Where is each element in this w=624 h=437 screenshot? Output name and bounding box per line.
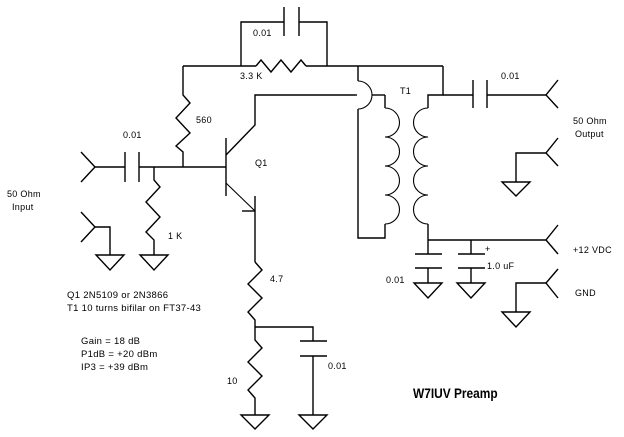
emitter-resistor-bottom [239,327,271,430]
note-ip3: IP3 = +39 dBm [81,362,149,373]
supply-bypass-capacitor [412,240,444,300]
bias-resistor [174,66,191,167]
input-ground-connector [80,211,126,272]
label-output-port-line2: Output [575,129,604,139]
note-p1db: P1dB = +20 dBm [81,349,158,360]
label-base-resistor: 1 K [168,231,183,241]
label-t1: T1 [400,86,412,96]
label-emitter-resistor-top: 4.7 [270,274,284,284]
transformer-t1 [357,66,444,240]
label-q1: Q1 [255,158,268,168]
label-output-port-line1: 50 Ohm [573,116,607,126]
output-connector [545,79,559,109]
label-feedback-capacitor: 0.01 [253,28,272,38]
label-input-port-line2: Input [12,202,34,212]
feedback-capacitor [240,7,328,66]
label-supply-port: +12 VDC [573,245,612,255]
note-gain: Gain = 18 dB [81,336,141,347]
label-feedback-resistor: 3.3 K [240,71,263,81]
label-bias-resistor: 560 [196,115,212,125]
base-resistor [138,167,170,272]
label-input-capacitor: 0.01 [123,130,142,140]
emitter-bypass-capacitor [297,340,329,430]
label-output-capacitor: 0.01 [501,71,520,81]
schematic-title: W7IUV Preamp [413,385,498,401]
label-polarity-plus: + [485,244,491,254]
feedback-resistor [183,58,443,74]
label-input-port-line1: 50 Ohm [7,189,41,199]
output-ground-connector [500,137,559,197]
collector-crossover [355,80,385,110]
label-emitter-resistor-bottom: 10 [227,376,238,386]
note-q1-part: Q1 2N5109 or 2N3866 [67,290,169,301]
emitter-resistor-top [247,261,263,327]
supply-electrolytic-capacitor [455,240,487,300]
label-gnd-port: GND [575,288,596,298]
transistor-q1 [225,94,355,262]
output-capacitor [443,80,546,108]
label-emitter-bypass-capacitor: 0.01 [328,361,347,371]
label-supply-bypass-capacitor: 0.01 [386,275,405,285]
supply-rail [428,224,559,255]
label-supply-electrolytic-capacitor: 1.0 uF [487,261,515,271]
gnd-connector [500,268,559,329]
input-connector [80,151,125,183]
note-t1-part: T1 10 turns bifilar on FT37-43 [67,303,202,314]
emitter-node [255,326,314,341]
input-capacitor [124,152,226,182]
